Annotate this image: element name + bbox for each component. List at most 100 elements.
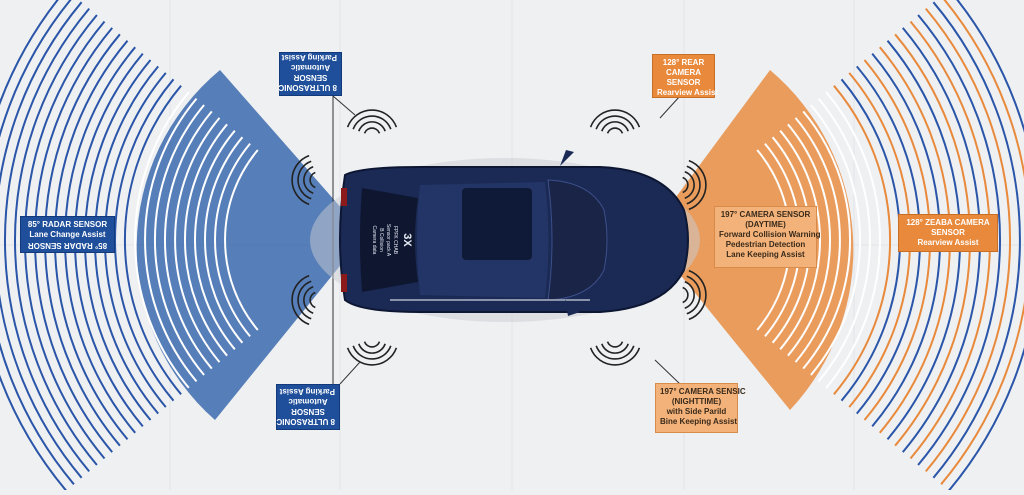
label-ultrasonic-desc: Parking Assist [279, 387, 335, 396]
ultrasonic-wave-arc [297, 280, 312, 320]
label-ultrasonic-bottom: 8 ULTRASONIC SENSOR Automatic Parking As… [276, 384, 340, 430]
mirror-left [560, 150, 574, 166]
ultrasonic-wave-arc [303, 286, 314, 314]
ultrasonic-wave-arc [363, 127, 381, 134]
label-radar-sensor: 85° RADAR SENSOR Lane Change Assist 85° … [20, 216, 115, 253]
car-top-view: 3X FPFK CHAB Sensor pack A B Collision C… [310, 150, 700, 322]
ultrasonic-wave-arc [682, 286, 689, 304]
ultrasonic-wave-arc [358, 343, 386, 354]
car-windshield [547, 179, 608, 301]
label-camera-title: 197° CAMERA SENSIC [660, 387, 746, 396]
radar-wave-arc [154, 104, 205, 376]
ultrasonic-wave-arc [363, 341, 381, 348]
ultrasonic-wave-arc [358, 121, 386, 132]
label-ultrasonic-desc: Automatic [290, 63, 331, 72]
ultrasonic-wave-arc [601, 121, 629, 132]
label-ultrasonic-top: 8 ULTRASONIC SENSOR Automatic Parking As… [278, 52, 342, 96]
ultrasonic-wave-arc [688, 159, 707, 211]
ultrasonic-wave-arc [688, 269, 707, 321]
camera-wave-arc [925, 7, 1012, 473]
windshield-text-line: Sensor pack A [385, 224, 391, 257]
tail-light-lower [341, 274, 347, 292]
ultrasonic-wave-arc [346, 347, 398, 366]
ultrasonic-wave-arc [303, 166, 314, 194]
label-camera-sensor: SENSOR [666, 78, 701, 87]
ultrasonic-wave-arc [352, 345, 392, 360]
tail-light-upper [341, 188, 347, 206]
windshield-text-line: FPFK CHAB [392, 226, 398, 255]
label-camera-feature: with Side Parild [666, 407, 727, 416]
label-camera-title: 197° CAMERA SENSOR [720, 210, 811, 219]
radar-wave-arc [174, 117, 221, 363]
camera-wave-arc [833, 85, 892, 395]
camera-wave-arc [810, 104, 861, 376]
ultrasonic-wave-arc [686, 275, 701, 315]
camera-wave-arc [787, 123, 831, 357]
camera-wave-arc [817, 97, 871, 383]
radar-wave-arc [0, 0, 67, 492]
camera-wave-arc [940, 0, 1024, 485]
label-ultrasonic-title: 8 ULTRASONIC [276, 417, 335, 426]
ultrasonic-wave-arc [297, 160, 312, 200]
windshield-text: 3X FPFK CHAB Sensor pack A B Collision C… [371, 224, 413, 257]
label-camera-feature: Lane Keeping Assist [726, 250, 805, 259]
car-sunroof [462, 188, 532, 260]
label-camera-feature: Forward Collision Warning [719, 230, 821, 239]
radar-wave-arc [214, 142, 251, 338]
camera-wave-arc [825, 91, 881, 389]
ultrasonic-wave-arc [684, 281, 695, 309]
ultrasonic-wave-arc [595, 115, 635, 130]
label-camera-title: 128° REAR [662, 58, 705, 67]
ultrasonic-wave-arc [291, 274, 310, 326]
car-rear-window [360, 188, 418, 292]
label-camera-sensor: SENSOR [931, 228, 965, 237]
radar-wave-arc [13, 14, 98, 466]
camera-wave-arc [779, 130, 821, 350]
label-camera-word: CAMERA [665, 68, 702, 77]
radar-wave-arc [0, 1, 83, 479]
ultrasonic-wave-arc [684, 171, 695, 199]
ultrasonic-waves [291, 109, 707, 366]
ultrasonic-wave-arc [589, 109, 641, 128]
radar-wave-arc [0, 0, 75, 485]
ultrasonic-wave-arc [682, 176, 689, 194]
radar-wave-arc [123, 85, 182, 395]
ultrasonic-wave-arc [606, 341, 624, 348]
label-ultrasonic-sensor: SENSOR [291, 407, 325, 416]
windshield-text-line: Camera data [371, 226, 377, 255]
label-camera-feature: Rearview Assist [657, 88, 719, 97]
label-camera-mode: (DAYTIME) [745, 220, 786, 229]
ultrasonic-wave-arc [291, 154, 310, 206]
label-ultrasonic-desc: Parking Assist [281, 53, 337, 62]
ultrasonic-wave-arc [606, 127, 624, 134]
label-camera-title: 128° ZEABA CAMERA [906, 218, 990, 227]
camera-wave-arc [794, 117, 841, 363]
label-rear-camera-top: 128° REAR CAMERA SENSOR Rearview Assist [652, 54, 719, 98]
label-camera-feature: Bine Keeping Assist [660, 417, 738, 426]
label-camera-feature: Pedestrian Detection [725, 240, 806, 249]
radar-wave-arc [3, 7, 90, 473]
ultrasonic-wave-arc [589, 347, 641, 366]
ultrasonic-wave-arc [595, 345, 635, 360]
label-ultrasonic-title: 8 ULTRASONIC [278, 83, 337, 92]
ultrasonic-wave-arc [346, 109, 398, 128]
mirror-right [565, 300, 580, 316]
camera-wave-arc [802, 110, 852, 370]
ultrasonic-wave-arc [309, 171, 316, 189]
radar-wave-arc [204, 136, 244, 344]
label-camera-feature: Rearview Assist [917, 238, 979, 247]
label-front-camera: 197° CAMERA SENSOR (DAYTIME) Forward Col… [714, 206, 821, 268]
radar-wave-arc [134, 91, 190, 389]
radar-wave-arc [163, 110, 213, 370]
windshield-text-line: B Collision [378, 228, 384, 252]
camera-wave-arc [917, 14, 1002, 466]
label-right-camera: 128° ZEABA CAMERA SENSOR Rearview Assist [898, 214, 998, 252]
ultrasonic-wave-arc [352, 115, 392, 130]
label-ultrasonic-desc: Automatic [288, 397, 328, 406]
ultrasonic-wave-arc [601, 343, 629, 354]
camera-wave-arc [948, 0, 1024, 492]
label-radar-title: 85° RADAR SENSOR [27, 220, 108, 229]
radar-wave-arc [224, 149, 259, 331]
label-radar-feature: Lane Change Assist [29, 230, 106, 239]
label-bottom-camera: 197° CAMERA SENSIC (NIGHTTIME) with Side… [655, 383, 746, 433]
